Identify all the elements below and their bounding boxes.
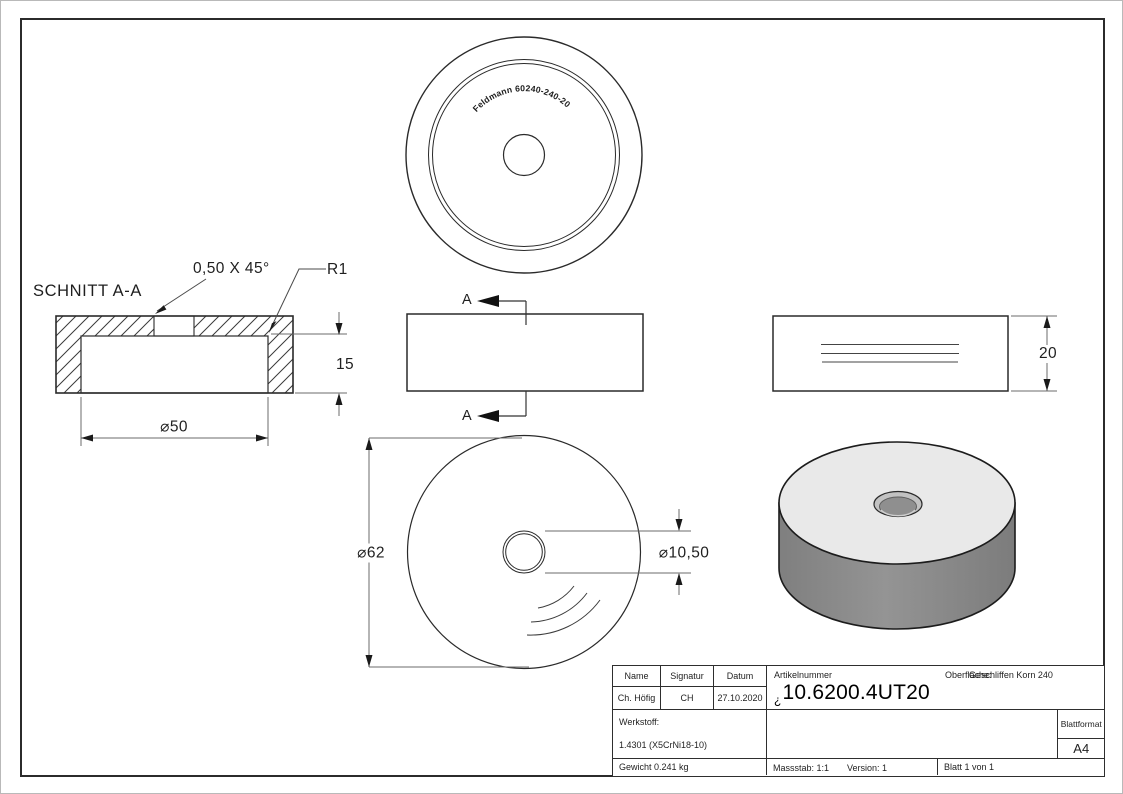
front-view-outline xyxy=(406,313,644,392)
article-prefix: ¿ xyxy=(774,693,782,707)
header-name-cell: Name xyxy=(613,666,661,687)
bottom-view-outer-circle xyxy=(406,434,642,670)
side-view xyxy=(772,315,1057,392)
chamfer-leader xyxy=(155,278,207,314)
diameter62-dim-label: ⌀62 xyxy=(354,543,388,563)
article-number: ¿10.6200.4UT20 xyxy=(774,681,930,707)
weight-value: Gewicht 0.241 kg xyxy=(619,762,689,772)
section-view-title: SCHNITT A-A xyxy=(33,282,142,300)
bottom-view-hole-inner xyxy=(505,533,543,571)
header-date-cell: Datum xyxy=(714,666,767,687)
section-hole-outline xyxy=(153,315,195,337)
value-date: 27.10.2020 xyxy=(717,693,763,703)
top-view-recess-circle xyxy=(428,59,620,251)
article-label: Artikelnummer xyxy=(774,670,833,680)
fillet-leader xyxy=(269,268,326,333)
side-view-surface-lines xyxy=(821,344,959,363)
scale-cell: Massstab: 1:1 Version: 1 xyxy=(767,759,938,775)
value-signature: CH xyxy=(680,693,694,703)
material-cell: Werkstoff: 1.4301 (X5CrNi18-10) xyxy=(613,710,767,759)
depth-dim-label: 15 xyxy=(335,356,355,373)
surface-value: Geschliffen Korn 240 xyxy=(969,670,1053,680)
scale-value: Massstab: 1:1 xyxy=(773,763,830,773)
iso-hole-highlight xyxy=(880,509,916,517)
format-value: A4 xyxy=(1073,741,1090,756)
top-view-fillet-circle xyxy=(432,63,616,247)
section-hatched-area xyxy=(56,316,293,393)
material-value: 1.4301 (X5CrNi18-10) xyxy=(619,740,708,750)
diameter50-dim-label: ⌀50 xyxy=(160,418,188,436)
header-date: Datum xyxy=(726,671,754,681)
header-signature-cell: Signatur xyxy=(661,666,714,687)
material-label: Werkstoff: xyxy=(619,717,660,727)
surface-label: Oberfläche: xyxy=(945,670,992,680)
drawing-border-frame xyxy=(20,18,1105,777)
hole-diameter-dim-label: ⌀10,50 xyxy=(658,544,710,562)
title-block: Name Signatur Datum Ch. Höfig CH 27.10.2… xyxy=(612,665,1105,777)
chamfer-dim-label: 0,50 X 45° xyxy=(193,260,270,277)
weight-cell: Gewicht 0.241 kg xyxy=(613,759,767,775)
surface-finish-arcs xyxy=(526,585,601,636)
article-cell: Artikelnummer Oberfläche: Geschliffen Ko… xyxy=(767,666,1105,710)
value-name: Ch. Höfig xyxy=(617,693,656,703)
section-cut-line xyxy=(477,295,527,422)
fillet-dim-label: R1 xyxy=(327,261,348,278)
dim-15 xyxy=(271,312,347,416)
section-arrow-label-top: A xyxy=(461,292,473,308)
section-recess-outline xyxy=(80,335,269,394)
empty-cell xyxy=(767,710,1058,759)
value-signature-cell: CH xyxy=(661,687,714,710)
format-value-cell: A4 xyxy=(1058,739,1105,759)
section-view xyxy=(55,268,347,446)
dim-d1050 xyxy=(545,509,691,595)
dim-d62 xyxy=(365,437,529,668)
header-name: Name xyxy=(624,671,649,681)
format-label: Blattformat xyxy=(1060,719,1102,729)
value-date-cell: 27.10.2020 xyxy=(714,687,767,710)
dim-d50 xyxy=(80,397,269,446)
bottom-view xyxy=(365,434,691,670)
section-arrow-label-bottom: A xyxy=(461,408,473,424)
value-name-cell: Ch. Höfig xyxy=(613,687,661,710)
top-view-hole-circle xyxy=(502,133,546,177)
engraving-text: Feldmann 60240-240-20 xyxy=(471,83,573,114)
sheet-value: Blatt 1 von 1 xyxy=(944,762,995,772)
front-view xyxy=(406,295,644,422)
header-signature: Signatur xyxy=(670,671,704,681)
version-value: Version: 1 xyxy=(847,763,888,773)
top-view-outer-circle xyxy=(405,36,643,274)
bottom-view-hole-outer xyxy=(502,530,546,574)
article-number-text: 10.6200.4UT20 xyxy=(782,681,930,704)
format-label-cell: Blattformat xyxy=(1058,710,1105,739)
height-dim-label: 20 xyxy=(1035,345,1061,363)
top-view: Feldmann 60240-240-20 xyxy=(405,36,643,274)
sheet-cell: Blatt 1 von 1 xyxy=(938,759,1103,775)
iso-view xyxy=(778,441,1016,630)
